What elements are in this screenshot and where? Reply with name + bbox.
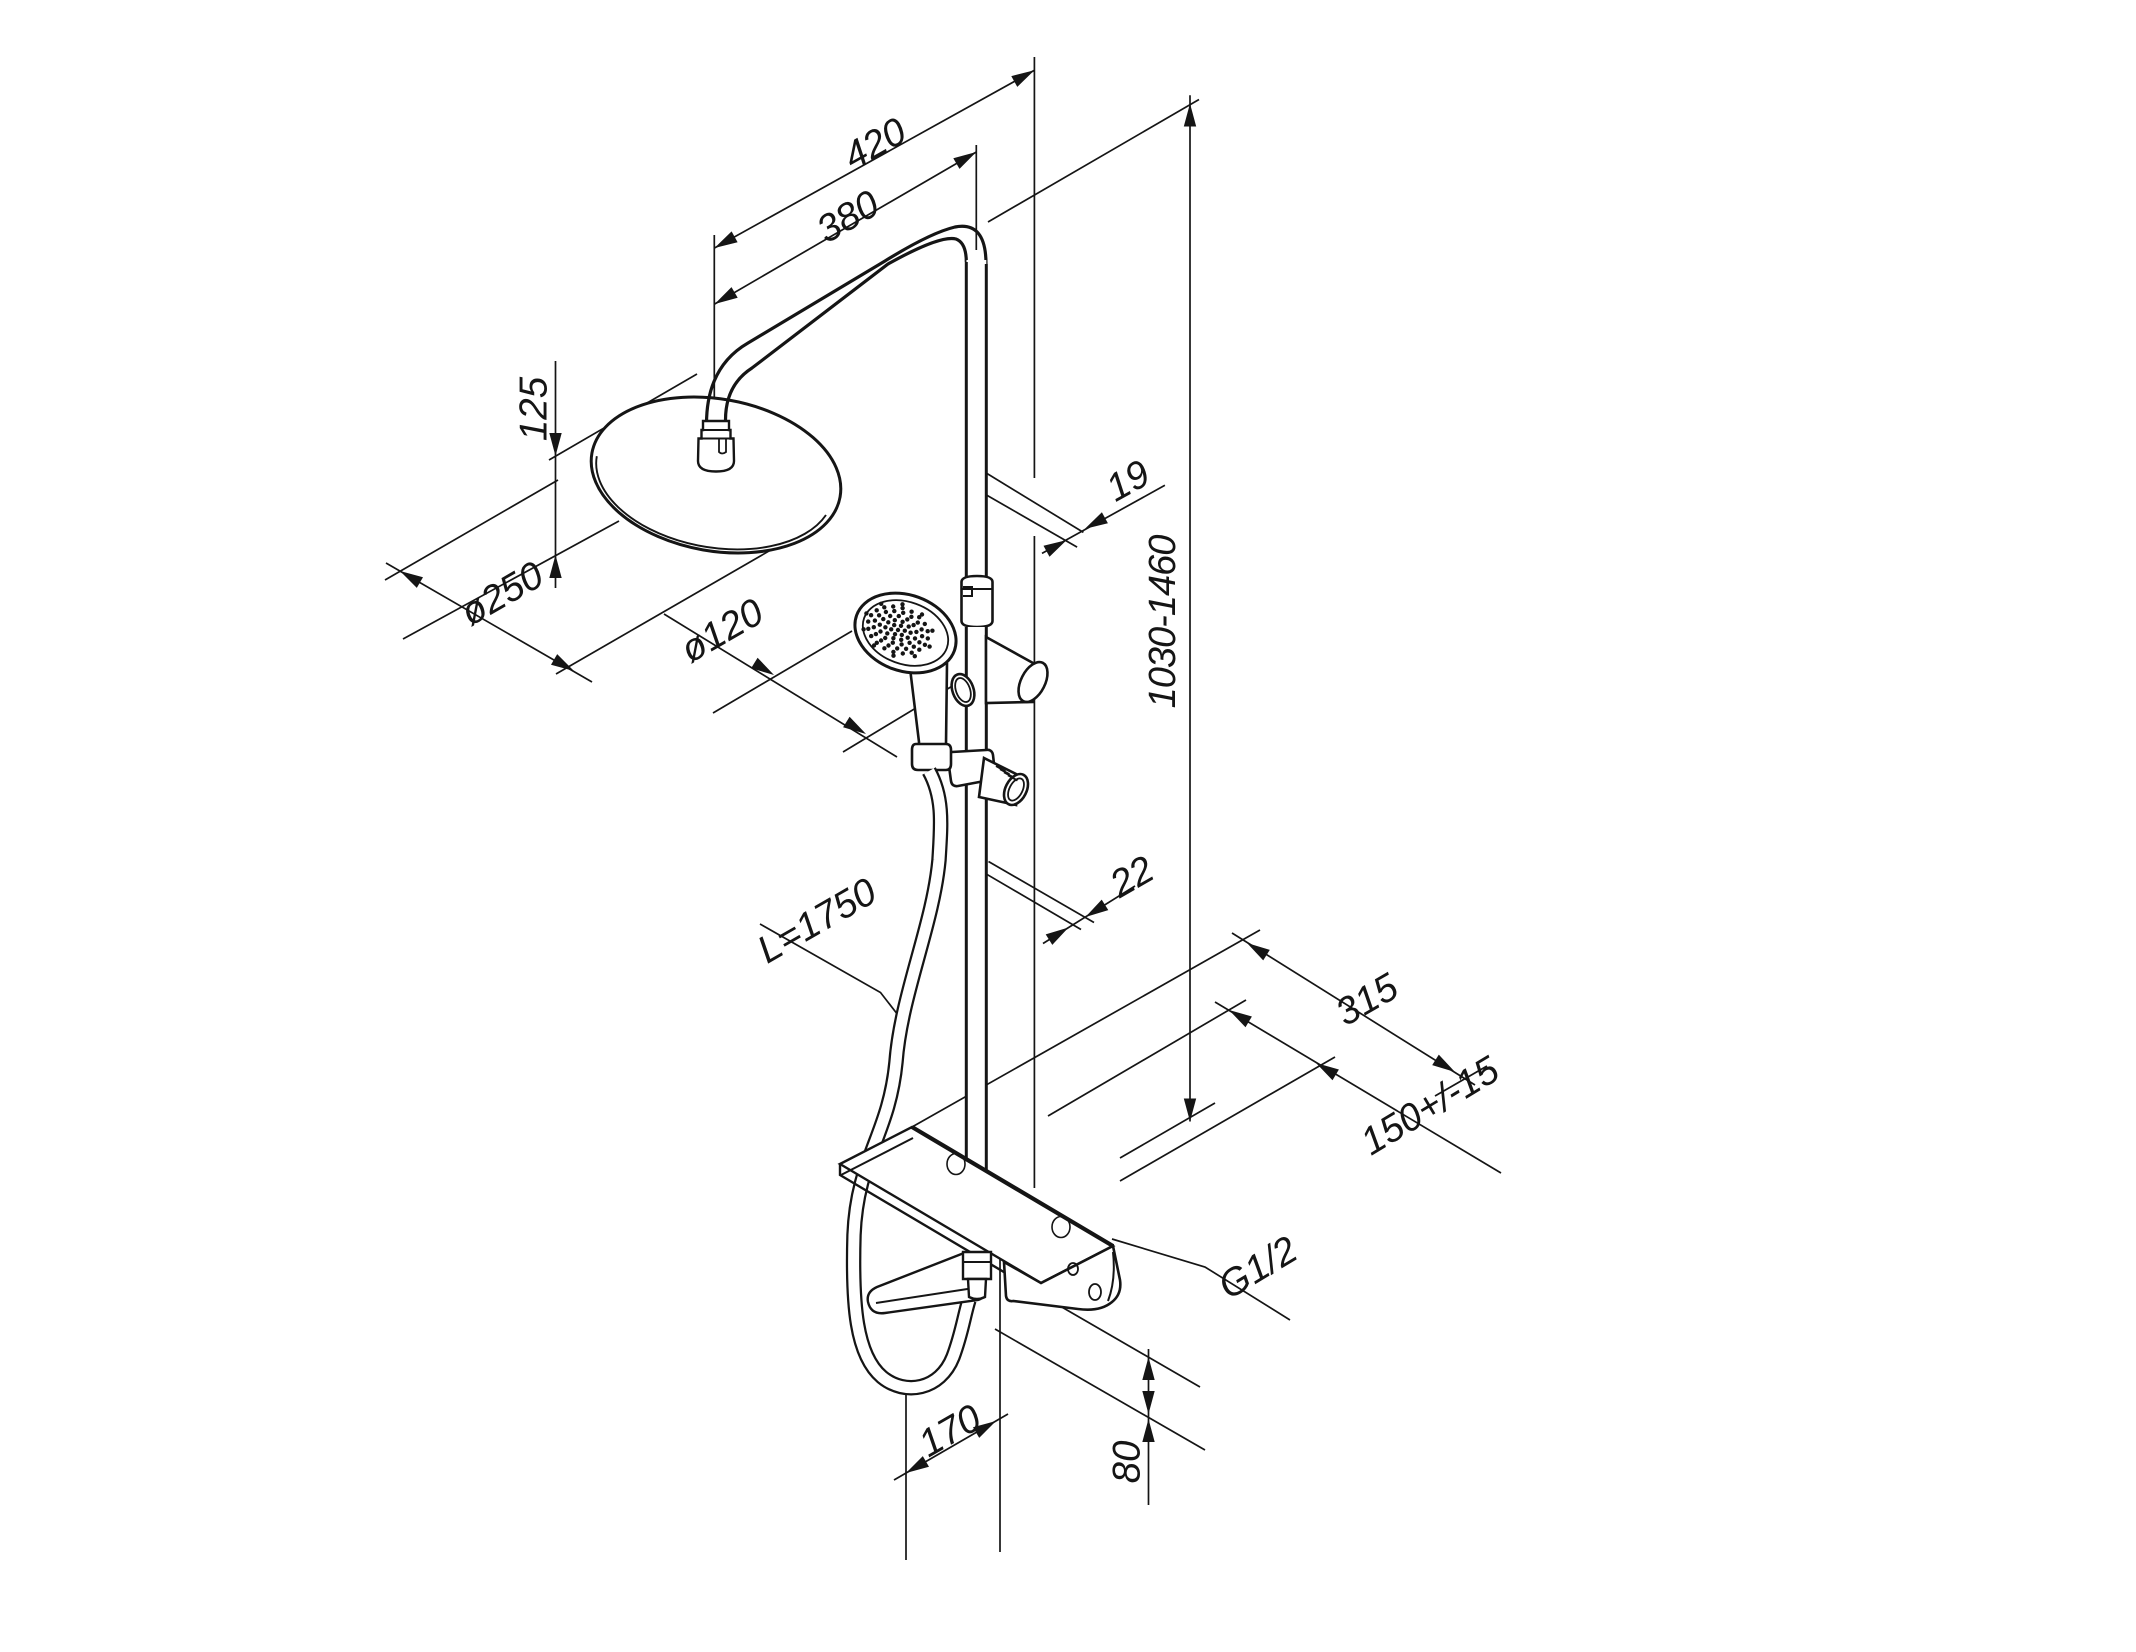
- svg-text:125: 125: [513, 376, 556, 441]
- svg-text:80: 80: [1106, 1440, 1149, 1483]
- svg-text:1030-1460: 1030-1460: [1142, 535, 1184, 709]
